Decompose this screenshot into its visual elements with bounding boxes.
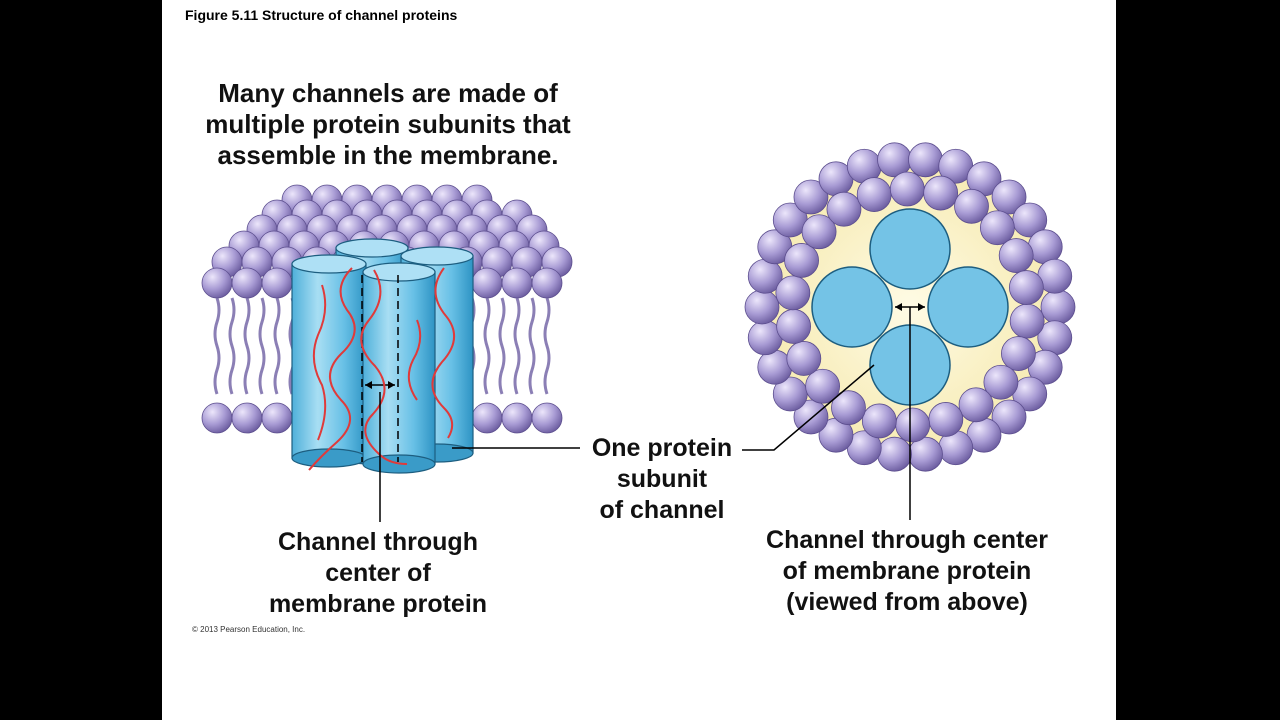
protein-subunit-front: [362, 262, 436, 474]
lipid-head: [757, 349, 793, 385]
lipid-head: [1009, 303, 1045, 339]
label-channel-top-line-2: of membrane protein: [782, 557, 1032, 585]
leader-lines: [379, 307, 911, 522]
lipid-head: [201, 267, 233, 299]
cylinder-top: [335, 238, 409, 258]
arrowhead-right: [388, 381, 395, 389]
lipid-head: [991, 179, 1027, 215]
cylinder-top: [362, 262, 436, 282]
lipid-head: [261, 402, 293, 434]
lipid-head: [805, 368, 841, 404]
lipid-head: [895, 407, 931, 443]
headline-line-3: assemble in the membrane.: [217, 140, 559, 170]
lipid-head: [201, 402, 233, 434]
lipid-tail: [528, 297, 536, 395]
lipid-tail: [513, 297, 521, 395]
protein-subunit: [811, 266, 893, 348]
lipid-head: [831, 390, 866, 426]
lipid-head: [1001, 336, 1036, 371]
lipid-head: [958, 387, 994, 423]
label-subunit-line-1: One protein: [591, 434, 733, 462]
lipid-head: [531, 402, 563, 434]
label-channel-top-line-3: (viewed from above): [786, 588, 1028, 616]
lipid-tail: [543, 297, 551, 395]
lipid-head: [786, 341, 822, 376]
helix: [312, 284, 327, 441]
lipid-tail: [483, 297, 491, 395]
helix: [407, 319, 422, 401]
headline-line-2: multiple protein subunits that: [205, 109, 571, 139]
lipid-head: [501, 267, 533, 299]
lipid-head: [776, 309, 812, 344]
lipid-tail: [228, 297, 236, 395]
lipid-head: [991, 399, 1027, 435]
lipid-tail: [243, 297, 251, 395]
lipid-head: [471, 267, 503, 299]
lipid-head: [775, 275, 811, 311]
protein-subunit: [869, 208, 951, 290]
lipid-tail: [498, 297, 506, 395]
lipid-head: [979, 210, 1015, 246]
cylinder-base: [291, 448, 367, 468]
lipid-head: [954, 188, 989, 224]
lipid-head: [923, 175, 959, 211]
lipid-head: [793, 179, 829, 215]
label-channel-side-line-2: center of: [325, 559, 431, 587]
lipid-head: [231, 267, 263, 299]
lipid-heads: [201, 184, 573, 434]
arrowhead-left: [895, 303, 902, 311]
headline-line-1: Many channels are made of: [218, 78, 558, 108]
helix: [431, 267, 455, 439]
protein-subunit-left: [291, 254, 367, 468]
lipid-head: [1040, 289, 1076, 325]
lipid-head: [531, 267, 563, 299]
channel-protein-side-view: [291, 238, 474, 474]
cylinder-body: [362, 271, 436, 465]
copyright: © 2013 Pearson Education, Inc.: [192, 625, 306, 634]
label-subunit-line-2: subunit: [616, 465, 708, 493]
lipid-head: [231, 402, 263, 434]
lipid-head: [928, 402, 964, 437]
cylinder-top: [400, 246, 474, 266]
label-subunit-line-3: of channel: [599, 496, 725, 524]
lipid-head: [861, 403, 897, 439]
lipid-head: [826, 191, 862, 227]
lipid-head: [877, 436, 912, 472]
label-channel-side-line-3: membrane protein: [268, 590, 488, 618]
helix: [360, 269, 408, 465]
helix: [308, 267, 356, 471]
lipid-head: [744, 289, 780, 325]
lipid-tail: [258, 297, 266, 395]
arrowhead-left: [365, 381, 372, 389]
label-channel-side-view: Channel through center of membrane prote…: [228, 527, 528, 620]
lipid-head: [471, 402, 503, 434]
lipid-head: [998, 238, 1034, 273]
lipid-head: [1027, 229, 1063, 265]
lipid-head: [908, 142, 943, 178]
label-channel-top-line-1: Channel through center: [766, 526, 1048, 554]
cylinder-body: [291, 263, 367, 459]
lipid-head: [501, 402, 533, 434]
leader-subunit-right: [742, 364, 875, 451]
lipid-head: [856, 177, 892, 212]
label-channel-side-line-1: Channel through: [278, 528, 478, 556]
lipid-head: [801, 214, 837, 250]
lipid-tail: [213, 297, 221, 395]
label-one-protein-subunit: One protein subunit of channel: [572, 433, 752, 526]
slide: Figure 5.11 Structure of channel protein…: [162, 0, 1116, 720]
lipid-head: [983, 364, 1019, 400]
lipid-head: [889, 171, 925, 207]
lipid-tail: [273, 297, 281, 395]
lipid-head: [784, 243, 819, 278]
channel-protein-diagram: [201, 142, 1076, 522]
figure-title: Figure 5.11 Structure of channel protein…: [185, 7, 458, 23]
arrowhead-right: [918, 303, 925, 311]
lipid-head: [1008, 270, 1044, 305]
lipid-head: [261, 267, 293, 299]
headline: Many channels are made of multiple prote…: [180, 78, 596, 171]
protein-subunit: [927, 266, 1009, 348]
label-channel-top-view: Channel through center of membrane prote…: [727, 525, 1087, 618]
cylinder-top: [291, 254, 367, 274]
